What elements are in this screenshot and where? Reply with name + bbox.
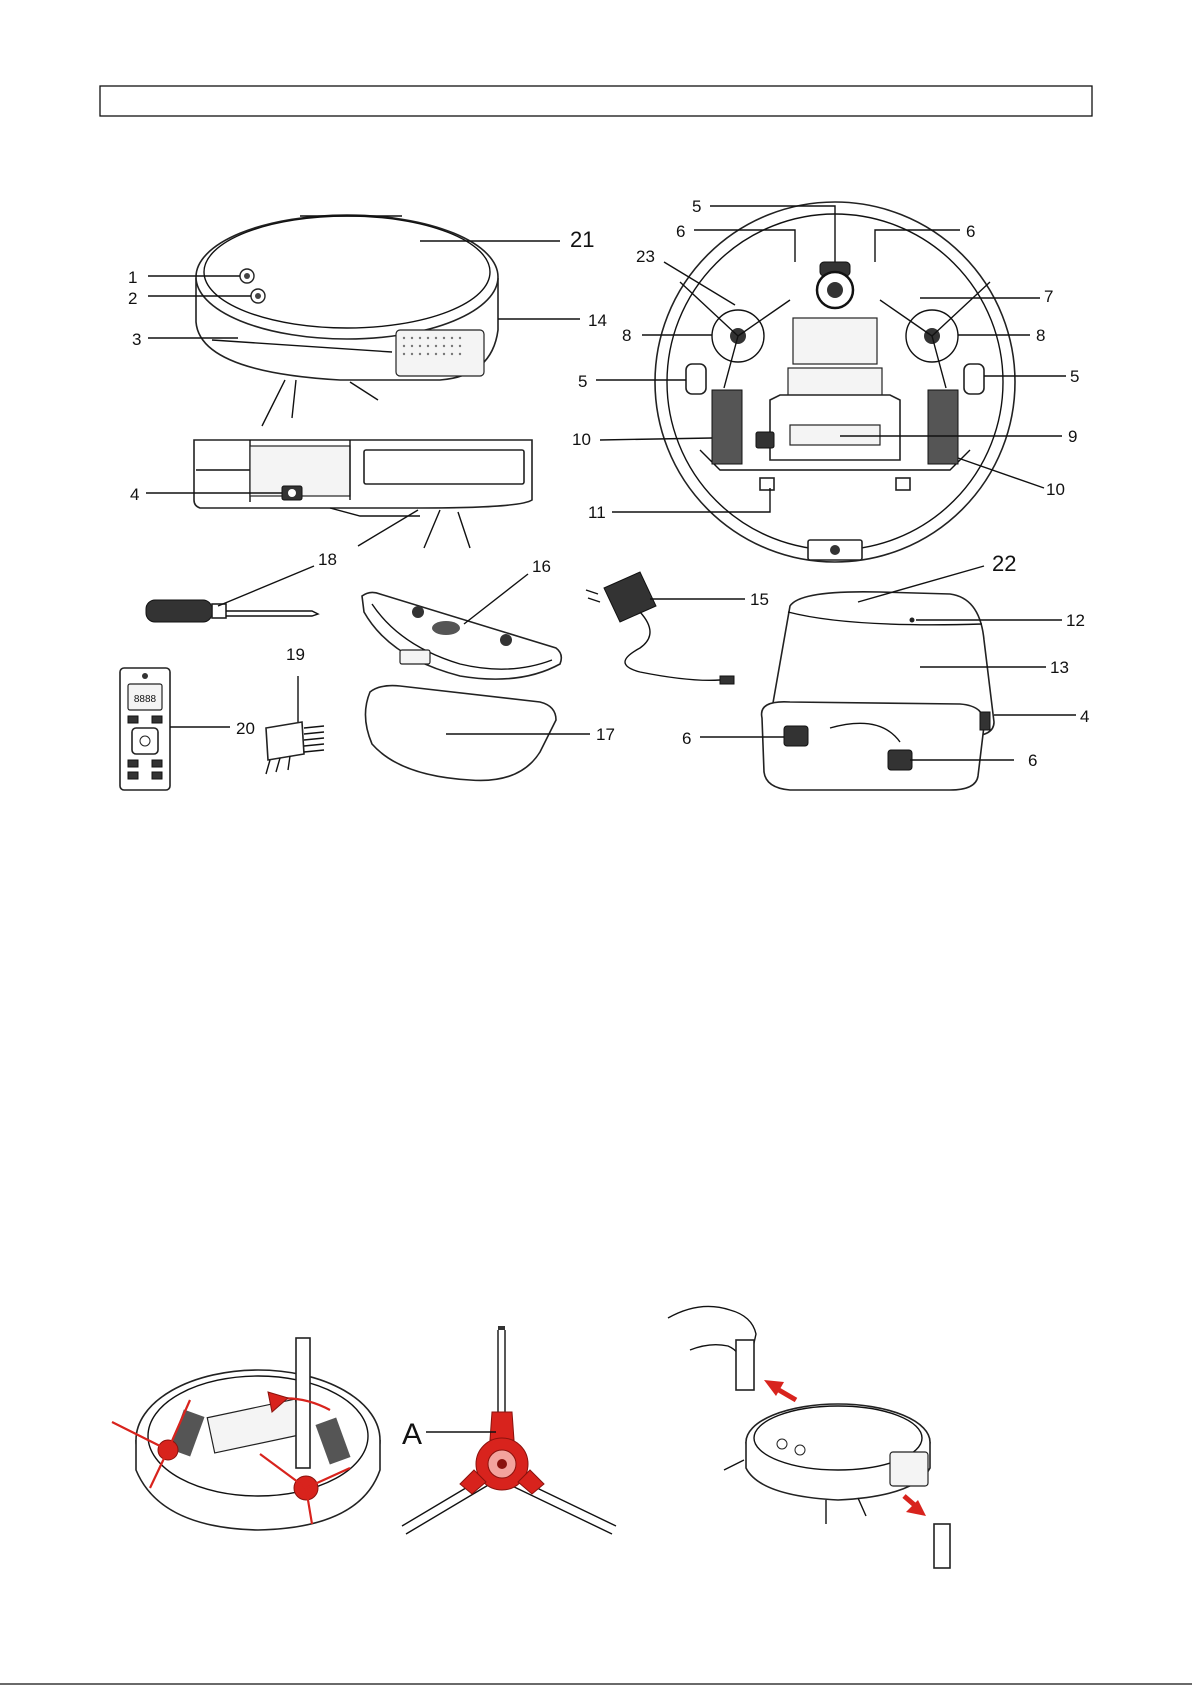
callout-label: 8 <box>622 326 631 345</box>
callout-label: 4 <box>130 485 139 504</box>
callout-label: 11 <box>588 503 606 522</box>
callout-label: 20 <box>236 719 255 738</box>
robot-with-blocks-icon <box>724 1404 950 1568</box>
callout-label: 6 <box>682 729 691 748</box>
callout-label: 22 <box>992 551 1016 576</box>
remote-icon: 8888 <box>120 668 170 790</box>
callout-label: 8 <box>1036 326 1045 345</box>
callout-label: 12 <box>1066 611 1085 630</box>
callout-label: 1 <box>128 268 137 287</box>
screwdriver-icon <box>146 600 318 622</box>
mop-pad-icon <box>365 686 556 781</box>
robot-top-icon <box>196 215 498 426</box>
callout-label: 17 <box>596 725 615 744</box>
callout-label: 9 <box>1068 427 1077 446</box>
callout-label: 21 <box>570 227 594 252</box>
callout-label: 14 <box>588 311 607 330</box>
brush-tool-icon <box>266 722 324 774</box>
callout-label: 10 <box>572 430 591 449</box>
side-brush-icon <box>402 1326 616 1534</box>
callout-label: 16 <box>532 557 551 576</box>
callout-label: 7 <box>1044 287 1053 306</box>
callout-label: 6 <box>676 222 685 241</box>
callout-label: 5 <box>692 197 701 216</box>
callout-label: 15 <box>750 590 769 609</box>
callout-label: 6 <box>966 222 975 241</box>
arrow-icon <box>904 1496 926 1516</box>
adapter-icon <box>586 572 734 684</box>
callout-label: 4 <box>1080 707 1089 726</box>
robot-side-icon <box>194 440 532 548</box>
callout-label: 13 <box>1050 658 1069 677</box>
callout-label: 19 <box>286 645 305 664</box>
robot-underside-service-icon <box>112 1338 380 1530</box>
callout-label: 5 <box>1070 367 1079 386</box>
callout-label: 2 <box>128 289 137 308</box>
label-a: A <box>402 1418 422 1451</box>
arrow-icon <box>764 1380 796 1400</box>
callout-label: 18 <box>318 550 337 569</box>
callout-label: 23 <box>636 247 655 266</box>
hand-icon <box>668 1306 756 1390</box>
remote-display: 8888 <box>134 694 157 705</box>
mop-holder-icon <box>362 592 561 679</box>
callout-label: 10 <box>1046 480 1065 499</box>
callout-label: 6 <box>1028 751 1037 770</box>
callout-label: 3 <box>132 330 141 349</box>
header-box <box>100 86 1092 116</box>
callout-label: 5 <box>578 372 587 391</box>
